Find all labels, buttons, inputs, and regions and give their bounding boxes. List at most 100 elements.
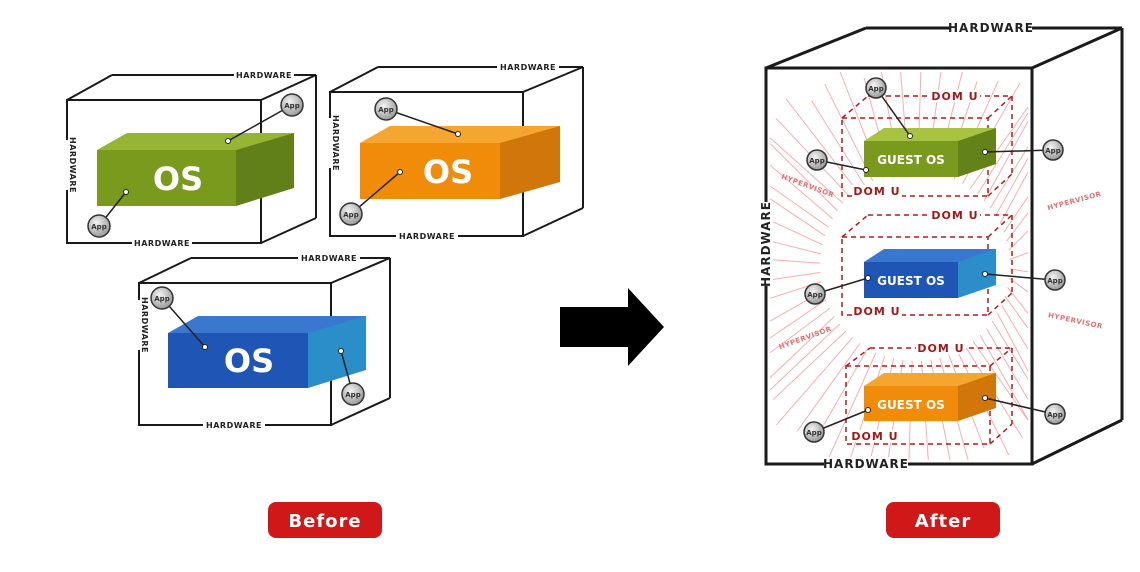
- before-caption-text: Before: [288, 511, 361, 532]
- before-hardware-box-orange: OS App App HARDWARE HARDWARE HARDWARE: [325, 62, 584, 241]
- hypervisor-ray: [1001, 304, 1029, 350]
- svg-text:App: App: [1047, 277, 1062, 285]
- app-circle-icon: App: [339, 202, 363, 226]
- hardware-label: HARDWARE: [236, 71, 292, 80]
- hypervisor-ray: [769, 259, 821, 264]
- hypervisor-ray: [769, 137, 844, 204]
- os-label-green: OS: [153, 160, 203, 198]
- app-circle-icon: App: [150, 286, 174, 310]
- dom-u-label: DOM U: [853, 185, 900, 198]
- svg-text:App: App: [154, 295, 169, 303]
- dom-u-label: DOM U: [931, 90, 978, 103]
- hypervisor-ray: [983, 121, 1029, 202]
- hypervisor-ray: [785, 98, 858, 192]
- svg-text:App: App: [807, 291, 822, 299]
- hypervisor-ray: [769, 185, 829, 228]
- svg-text:App: App: [284, 102, 299, 110]
- hypervisor-label: HYPERVISOR: [1047, 190, 1103, 212]
- hypervisor-ray: [969, 106, 1029, 189]
- app-circle-icon: App: [865, 77, 887, 99]
- dom-u-label: DOM U: [931, 209, 978, 222]
- hardware-label: HARDWARE: [134, 239, 190, 248]
- os-label-orange: OS: [423, 153, 473, 191]
- app-circle-icon: App: [341, 382, 365, 406]
- hypervisor-ray: [996, 313, 1029, 372]
- svg-text:App: App: [868, 85, 883, 93]
- hardware-label: HARDWARE: [206, 421, 262, 430]
- app-circle-icon: App: [87, 214, 111, 238]
- after-caption-text: After: [915, 511, 971, 532]
- hypervisor-ray: [972, 340, 1029, 421]
- os-label-blue: OS: [224, 342, 274, 380]
- hypervisor-ray: [769, 316, 835, 379]
- svg-text:App: App: [378, 106, 393, 114]
- app-circle-icon: App: [804, 283, 826, 305]
- hardware-label: HARDWARE: [399, 232, 455, 241]
- hardware-label: HARDWARE: [823, 457, 909, 471]
- svg-text:App: App: [809, 157, 824, 165]
- svg-text:App: App: [345, 391, 360, 399]
- dom-u-orange: GUEST OS DOM U DOM U: [813, 342, 1055, 445]
- hypervisor-ray: [769, 307, 831, 354]
- app-circle-icon: App: [1044, 269, 1066, 291]
- hypervisor-ray: [1007, 287, 1029, 314]
- dom-u-green: GUEST OS DOM U DOM U: [816, 87, 1053, 198]
- app-circle-icon: App: [374, 97, 398, 121]
- app-circle-icon: App: [803, 421, 825, 443]
- hypervisor-ray: [772, 330, 847, 401]
- hypervisor-ray: [811, 100, 866, 186]
- hypervisor-ray: [769, 198, 826, 237]
- right-arrow-icon: [560, 288, 664, 366]
- app-circle-icon: App: [280, 93, 304, 117]
- guest-os-label-orange: GUEST OS: [877, 398, 945, 412]
- hypervisor-ray: [769, 271, 821, 281]
- before-hardware-box-blue: OS App App HARDWARE HARDWARE HARDWARE: [134, 253, 391, 430]
- before-hardware-box-green: OS App App HARDWARE HARDWARE HARDWARE: [62, 70, 317, 248]
- before-caption: Before: [268, 502, 382, 538]
- hypervisor-ray: [769, 240, 821, 255]
- hypervisor-ray: [999, 171, 1029, 224]
- hardware-label: HARDWARE: [759, 201, 773, 287]
- svg-text:App: App: [343, 211, 358, 219]
- hypervisor-ray: [1003, 196, 1029, 233]
- hypervisor-ray: [769, 323, 841, 391]
- hypervisor-ray: [827, 352, 877, 459]
- hypervisor-ray: [1009, 252, 1029, 260]
- hardware-label: HARDWARE: [140, 297, 149, 353]
- hypervisor-ray: [775, 337, 853, 426]
- app-circle-icon: App: [1044, 403, 1066, 425]
- hypervisor-ray: [796, 343, 861, 432]
- guest-os-label-green: GUEST OS: [877, 153, 945, 167]
- guest-os-label-blue: GUEST OS: [877, 274, 945, 288]
- svg-text:App: App: [1047, 411, 1062, 419]
- hypervisor-ray: [977, 112, 1029, 195]
- app-circle-icon: App: [806, 149, 828, 171]
- dom-u-blue: GUEST OS DOM U DOM U: [814, 209, 1055, 318]
- dom-u-label: DOM U: [917, 342, 964, 355]
- hypervisor-ray: [1008, 230, 1029, 251]
- hardware-label: HARDWARE: [500, 63, 556, 72]
- hypervisor-ray: [986, 328, 1029, 400]
- hardware-label: HARDWARE: [301, 254, 357, 263]
- hardware-label: HARDWARE: [948, 21, 1034, 35]
- hypervisor-label: HYPERVISOR: [780, 173, 835, 200]
- hypervisor-ray: [1009, 268, 1029, 273]
- after-caption: After: [886, 502, 1000, 538]
- hardware-label: HARDWARE: [331, 115, 340, 171]
- app-circle-icon: App: [1042, 139, 1064, 161]
- hypervisor-ray: [769, 164, 833, 220]
- svg-text:App: App: [1045, 147, 1060, 155]
- hypervisor-ray: [769, 143, 838, 212]
- dom-u-label: DOM U: [853, 305, 900, 318]
- hardware-label: HARDWARE: [68, 137, 77, 193]
- svg-text:App: App: [91, 223, 106, 231]
- hypervisor-ray: [1006, 212, 1029, 242]
- hypervisor-ray: [769, 299, 827, 339]
- after-hardware-box: HYPERVISOR HYPERVISOR HYPERVISOR HYPERVI…: [759, 21, 1124, 471]
- hypervisor-ray: [817, 348, 869, 436]
- hypervisor-ray: [991, 320, 1029, 380]
- dom-u-label: DOM U: [851, 430, 898, 443]
- hypervisor-ray: [1004, 295, 1029, 329]
- hypervisor-ray: [995, 158, 1029, 216]
